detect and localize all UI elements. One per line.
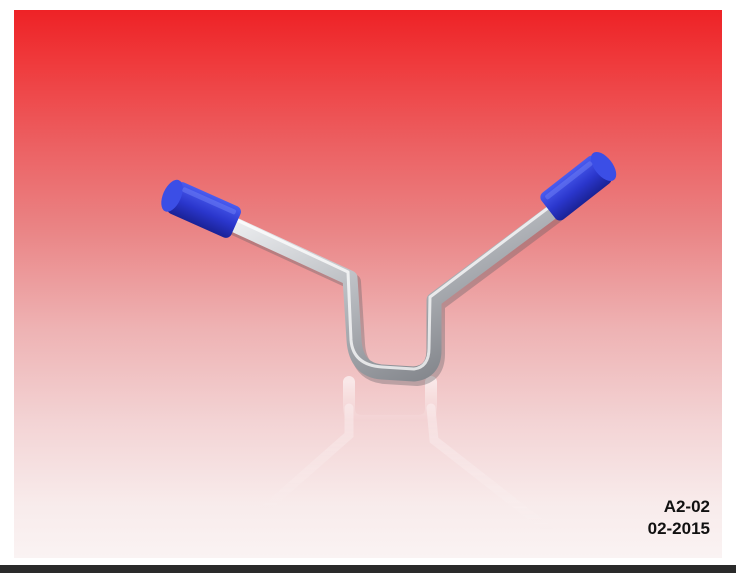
part-code: A2-02 [663,497,710,516]
part-labels: A2-02 02-2015 [648,496,710,540]
right-blue-cap [540,151,617,221]
rod-reflection [259,376,554,535]
metal-rod [216,204,560,382]
bottom-border [0,565,736,573]
left-blue-cap [161,179,241,238]
render-scene: A2-02 02-2015 [14,10,722,558]
date-code: 02-2015 [647,519,710,538]
rod-illustration [161,151,617,535]
